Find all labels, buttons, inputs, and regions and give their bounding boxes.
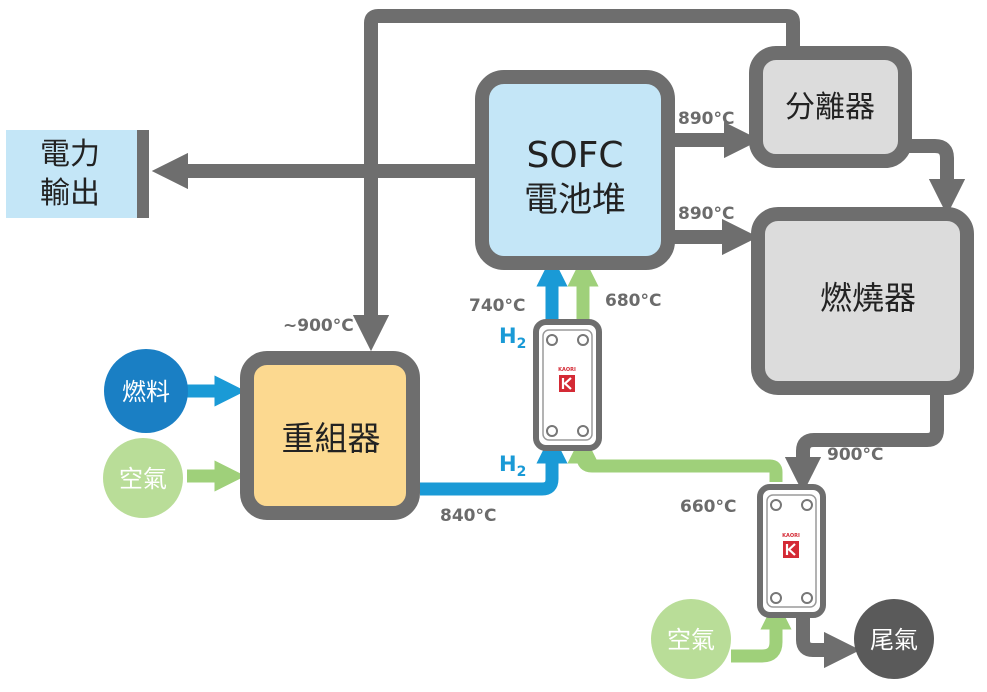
hx-to-exhaust-pipe	[796, 614, 861, 669]
temp-air-in: 680°C	[605, 291, 661, 311]
kaori-k-logo-icon	[783, 541, 799, 558]
temp-burner-out: 900°C	[827, 445, 883, 465]
separator-box: 分離器	[749, 46, 912, 168]
power-output-box: 電力 輸出	[6, 130, 149, 218]
temp-reformer-inlet: ~900°C	[283, 316, 354, 336]
exhaust-circle: 尾氣	[854, 599, 934, 679]
burner-to-hx-pipe	[784, 392, 944, 494]
heat-exchanger-lower: KAORI	[757, 484, 826, 618]
temp-air-preheat: 660°C	[680, 497, 736, 517]
h2-label-lower: H2	[499, 452, 526, 480]
temp-sofc-to-burner: 890°C	[678, 204, 734, 224]
temp-reformer-outlet: 840°C	[440, 506, 496, 526]
power-output-line1: 電力	[40, 137, 100, 172]
reformer-to-hx-h2-pipe	[420, 432, 568, 496]
burner-label: 燃燒器	[820, 279, 916, 317]
h2-label-upper: H2	[499, 324, 526, 352]
separator-label: 分離器	[785, 90, 875, 125]
bottom-air-inlet-arrow	[731, 598, 792, 663]
hx-upper-brand: KAORI	[558, 367, 576, 373]
preheated-air-pipe	[567, 432, 783, 482]
air-circle-left: 空氣	[103, 438, 183, 518]
fuel-circle: 燃料	[104, 349, 188, 433]
sofc-stack-box: SOFC 電池堆	[475, 70, 675, 270]
exhaust-label: 尾氣	[870, 626, 918, 654]
sofc-title: SOFC	[526, 135, 623, 176]
separator-to-burner-pipe	[905, 139, 966, 216]
hx-lower-brand: KAORI	[782, 533, 800, 539]
air-bottom-label: 空氣	[667, 626, 715, 654]
air-circle-bottom: 空氣	[651, 599, 731, 679]
power-output-line2: 輸出	[40, 176, 100, 211]
reformer-label: 重組器	[282, 419, 381, 458]
kaori-k-logo-icon	[559, 375, 575, 392]
burner-box: 燃燒器	[751, 207, 974, 395]
fuel-label: 燃料	[122, 378, 170, 406]
heat-exchanger-upper: KAORI	[533, 319, 602, 451]
temp-sofc-to-separator: 890°C	[678, 109, 734, 129]
sofc-subtitle: 電池堆	[524, 180, 626, 220]
temp-h2-in: 740°C	[469, 296, 525, 316]
reformer-box: 重組器	[240, 351, 420, 520]
air-left-label: 空氣	[119, 465, 167, 493]
recycle-pipe	[352, 9, 800, 352]
